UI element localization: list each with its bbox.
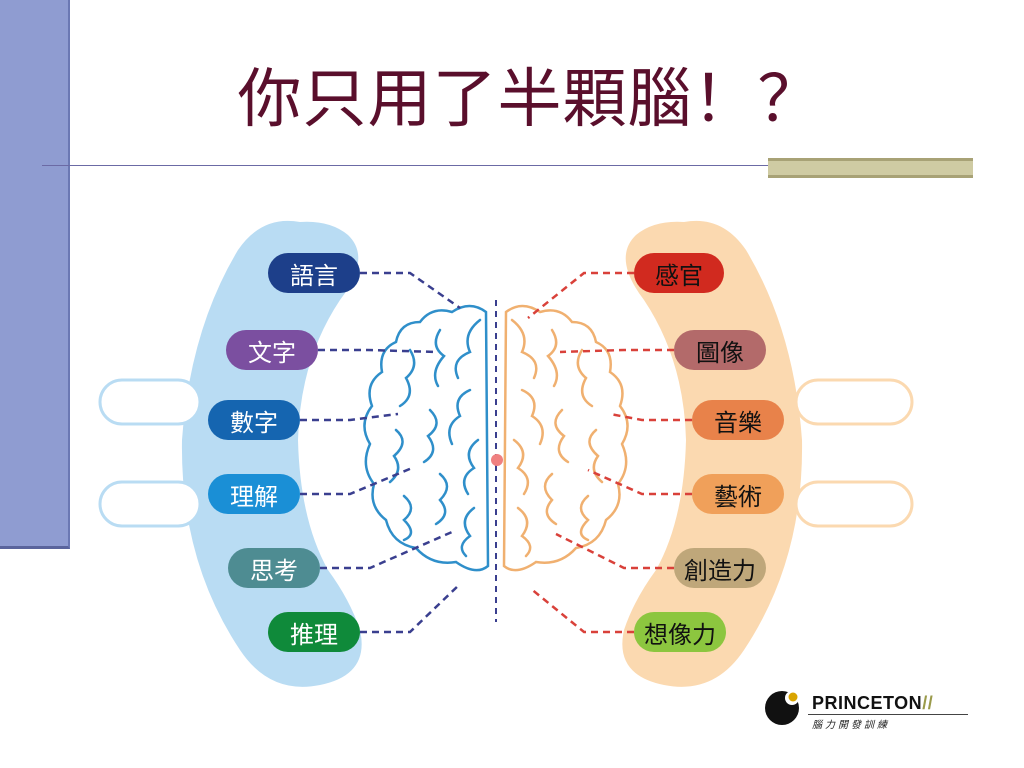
connector-imagination <box>529 587 634 634</box>
midline-dot <box>491 454 503 466</box>
left-pill-reasoning: 推理 <box>268 612 360 652</box>
logo-subtitle: 腦力開發訓練 <box>812 720 890 731</box>
right-pill-art: 藝術 <box>692 474 784 514</box>
connector-language <box>360 271 461 310</box>
title-divider <box>42 165 972 166</box>
right-pill-creativity: 創造力 <box>674 548 766 588</box>
left-tab-upper <box>98 378 202 426</box>
connector-reasoning <box>360 583 461 634</box>
left-pill-understanding: 理解 <box>208 474 300 514</box>
left-hemisphere <box>363 304 490 572</box>
logo-slashes: // <box>922 693 934 713</box>
connector-art <box>587 468 692 496</box>
right-pill-senses: 感官 <box>634 253 724 293</box>
left-pill-language: 語言 <box>268 253 360 293</box>
right-pill-images: 圖像 <box>674 330 766 370</box>
logo-rule <box>808 714 968 715</box>
right-connectors <box>527 271 692 634</box>
left-pill-numbers: 數字 <box>208 400 300 440</box>
left-connectors <box>300 271 461 634</box>
princeton-logo-icon <box>765 691 799 725</box>
connector-numbers <box>300 412 399 422</box>
slide-title: 你只用了半顆腦！？ <box>237 63 823 137</box>
left-tab-lower <box>98 480 202 528</box>
left-pill-text: 文字 <box>226 330 318 370</box>
right-pill-music: 音樂 <box>692 400 784 440</box>
right-hemisphere <box>502 304 629 572</box>
connector-images <box>559 348 674 354</box>
logo-name: PRINCETON <box>812 693 923 713</box>
connector-text <box>318 348 439 354</box>
princeton-logo-text: PRINCETON// <box>812 693 933 714</box>
connector-understanding <box>300 466 413 496</box>
title-accent-bar <box>768 158 973 178</box>
right-tab-lower <box>794 480 914 528</box>
slide-side-bar <box>0 0 70 549</box>
right-pill-imagination: 想像力 <box>634 612 726 652</box>
connector-creativity <box>555 532 674 570</box>
left-pill-thinking: 思考 <box>228 548 320 588</box>
connector-senses <box>527 271 634 319</box>
connector-music <box>609 412 692 422</box>
right-tab-upper <box>794 378 914 426</box>
connector-thinking <box>320 530 453 570</box>
